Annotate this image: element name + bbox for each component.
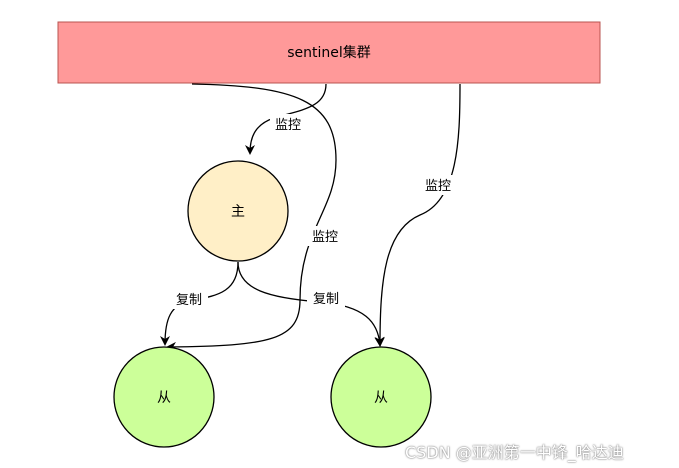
svg-text:复制: 复制: [313, 292, 339, 307]
master-label: 主: [231, 204, 245, 220]
sentinel-cluster-node: sentinel集群: [57, 21, 601, 84]
svg-text:复制: 复制: [176, 293, 202, 308]
sentinel-cluster-label: sentinel集群: [287, 44, 371, 61]
edge-monitor-slave-left: [166, 83, 337, 352]
watermark: CSDN @亚洲第一中锋_哈达迪: [405, 443, 624, 462]
edge-monitor-slave-right: [375, 83, 461, 347]
edge-label-monitor-master: 监控: [270, 114, 306, 134]
master-node: 主: [187, 160, 289, 262]
svg-text:监控: 监控: [425, 179, 451, 194]
edge-label-replicate-left: 复制: [170, 289, 208, 309]
slave-left-label: 从: [157, 390, 171, 406]
edge-label-replicate-right: 复制: [307, 288, 345, 308]
svg-text:监控: 监控: [275, 118, 301, 133]
slave-left-node: 从: [113, 346, 215, 448]
edge-label-monitor-slave-right: 监控: [419, 175, 457, 195]
slave-right-label: 从: [374, 390, 388, 406]
svg-text:监控: 监控: [312, 230, 338, 245]
edge-label-monitor-slave-left: 监控: [306, 226, 344, 246]
slave-right-node: 从: [330, 346, 432, 448]
